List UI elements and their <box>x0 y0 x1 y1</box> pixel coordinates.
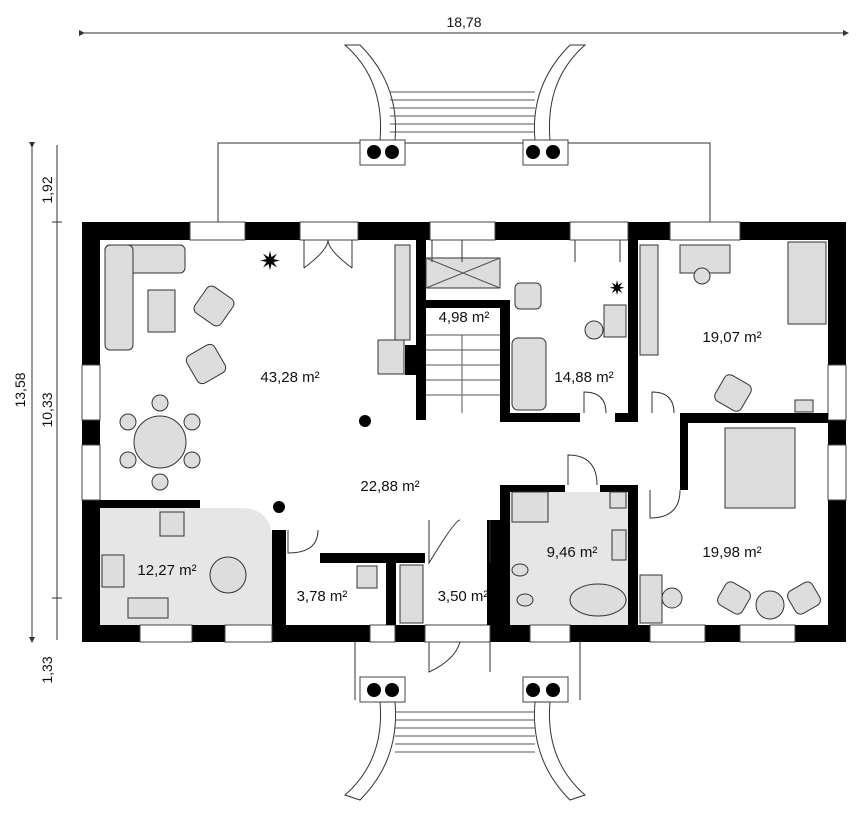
dimension-label-terrace-top: 1,92 <box>39 176 55 203</box>
room-area-kitchen: 12,27 m² <box>137 562 196 579</box>
bedroom-2-furniture <box>639 427 821 624</box>
room-area-boiler: 3,78 m² <box>297 588 348 605</box>
top-terrace <box>217 44 711 222</box>
windows <box>81 221 847 643</box>
shaft <box>399 564 424 624</box>
plant-icon: ✷ <box>259 246 281 276</box>
room-area-living: 43,28 m² <box>260 369 319 386</box>
room-area-bedroom-2: 19,98 m² <box>702 544 761 561</box>
dimension-label-width: 18,78 <box>446 14 481 30</box>
room-area-study: 14,88 m² <box>554 369 613 386</box>
room-area-stairs: 4,98 m² <box>439 309 490 326</box>
dimension-label-building-depth: 10,33 <box>39 392 55 427</box>
doors[interactable] <box>287 239 681 673</box>
living-furniture: ✷ <box>104 244 411 491</box>
dimension-width: 18,78 <box>79 14 849 36</box>
plant-icon: ✷ <box>609 278 626 300</box>
staircase <box>425 257 501 413</box>
study-furniture: ✷ <box>511 278 627 411</box>
bottom-terrace <box>344 642 586 801</box>
column <box>359 415 371 427</box>
bedroom-1-furniture <box>639 241 827 413</box>
dimension-label-terrace-bottom: 1,33 <box>39 656 55 683</box>
room-area-vestibule: 3,50 m² <box>438 588 489 605</box>
room-area-bedroom-1: 19,07 m² <box>702 329 761 346</box>
boiler-unit <box>356 565 378 589</box>
column <box>273 501 285 513</box>
room-labels: 43,28 m² 4,98 m² 14,88 m² 19,07 m² 22,88… <box>137 309 761 605</box>
kitchen-furniture <box>101 511 247 619</box>
kitchen-floor <box>100 508 272 625</box>
room-area-bathroom: 9,46 m² <box>547 544 598 561</box>
dimension-depth: 13,58 1,92 10,33 1,33 <box>12 142 62 684</box>
room-area-hall: 22,88 m² <box>360 478 419 495</box>
dimension-label-total-depth: 13,58 <box>12 372 28 407</box>
bathroom-furniture <box>511 491 627 617</box>
